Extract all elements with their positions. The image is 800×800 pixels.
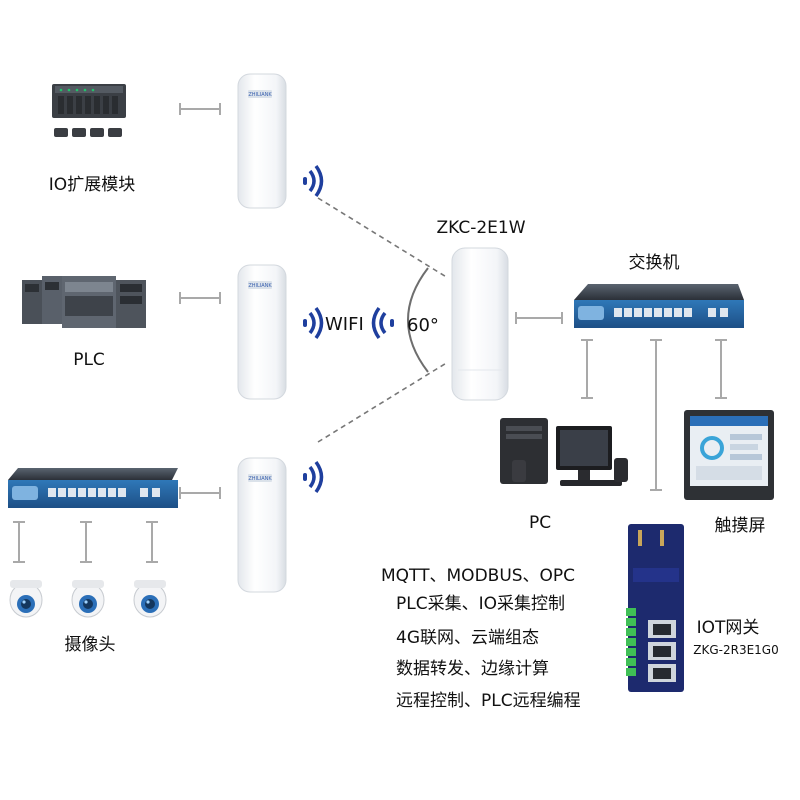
label-touchscreen: 触摸屏 [715, 516, 766, 536]
label-pc: PC [529, 513, 551, 533]
wireless-link-top [317, 197, 449, 279]
cable-switch-to-cpe3 [179, 487, 221, 499]
wifi-signal-icon-middle [303, 306, 324, 340]
angle-arc [407, 267, 429, 373]
cable-camera-1 [13, 521, 25, 563]
cpe-radio-3: ZHILIANK [237, 457, 287, 593]
cable-io-to-cpe1 [179, 103, 221, 115]
cpe-brand-1: ZHILIANK [248, 92, 272, 98]
label-io-module: IO扩展模块 [49, 175, 135, 195]
cpe-brand-3: ZHILIANK [248, 476, 272, 482]
plc-image [22, 276, 146, 328]
io-module-image [52, 84, 126, 137]
feature-line-3: 4G联网、云端组态 [396, 628, 539, 648]
label-wifi: WIFI [325, 314, 364, 335]
cable-switch-to-touchscreen [715, 339, 727, 399]
feature-line-2: PLC采集、IO采集控制 [396, 594, 565, 614]
wireless-link-bottom [317, 361, 449, 443]
cable-center-to-switch [515, 312, 563, 324]
label-gateway-model: ZKG-2R3E1G0 [693, 643, 778, 657]
label-angle: 60° [407, 315, 439, 336]
label-switch: 交换机 [629, 253, 680, 273]
pc-image [500, 418, 628, 486]
cable-switch-to-pc [581, 339, 593, 399]
cable-plc-to-cpe2 [179, 292, 221, 304]
touchscreen-image [684, 410, 774, 500]
iot-gateway-image [626, 524, 684, 692]
label-plc: PLC [73, 350, 105, 370]
camera-3-image [133, 580, 167, 618]
label-iot-gateway: IOT网关 [697, 618, 760, 638]
camera-2-image [71, 580, 105, 618]
switch-right-image [574, 284, 744, 328]
switch-left-image [8, 468, 178, 508]
label-camera: 摄像头 [65, 635, 116, 655]
wifi-signal-icon-center [371, 306, 394, 340]
cpe-brand-2: ZHILIANK [248, 283, 272, 289]
feature-line-5: 远程控制、PLC远程编程 [396, 691, 581, 711]
cpe-radio-2: ZHILIANK [237, 264, 287, 400]
cable-camera-3 [146, 521, 158, 563]
camera-1-image [9, 580, 43, 618]
feature-line-1: MQTT、MODBUS、OPC [381, 566, 576, 586]
wifi-signal-icon-bottom [303, 460, 324, 494]
cable-switch-to-gateway [650, 339, 662, 491]
wireless-links [317, 197, 449, 443]
feature-line-4: 数据转发、边缘计算 [396, 659, 549, 679]
center-cpe-device [451, 247, 509, 401]
cable-camera-2 [80, 521, 92, 563]
wifi-signal-icon-top [303, 164, 324, 198]
connectors [13, 103, 727, 563]
cpe-radio-1: ZHILIANK [237, 73, 287, 209]
label-center-device: ZKC-2E1W [436, 218, 525, 238]
